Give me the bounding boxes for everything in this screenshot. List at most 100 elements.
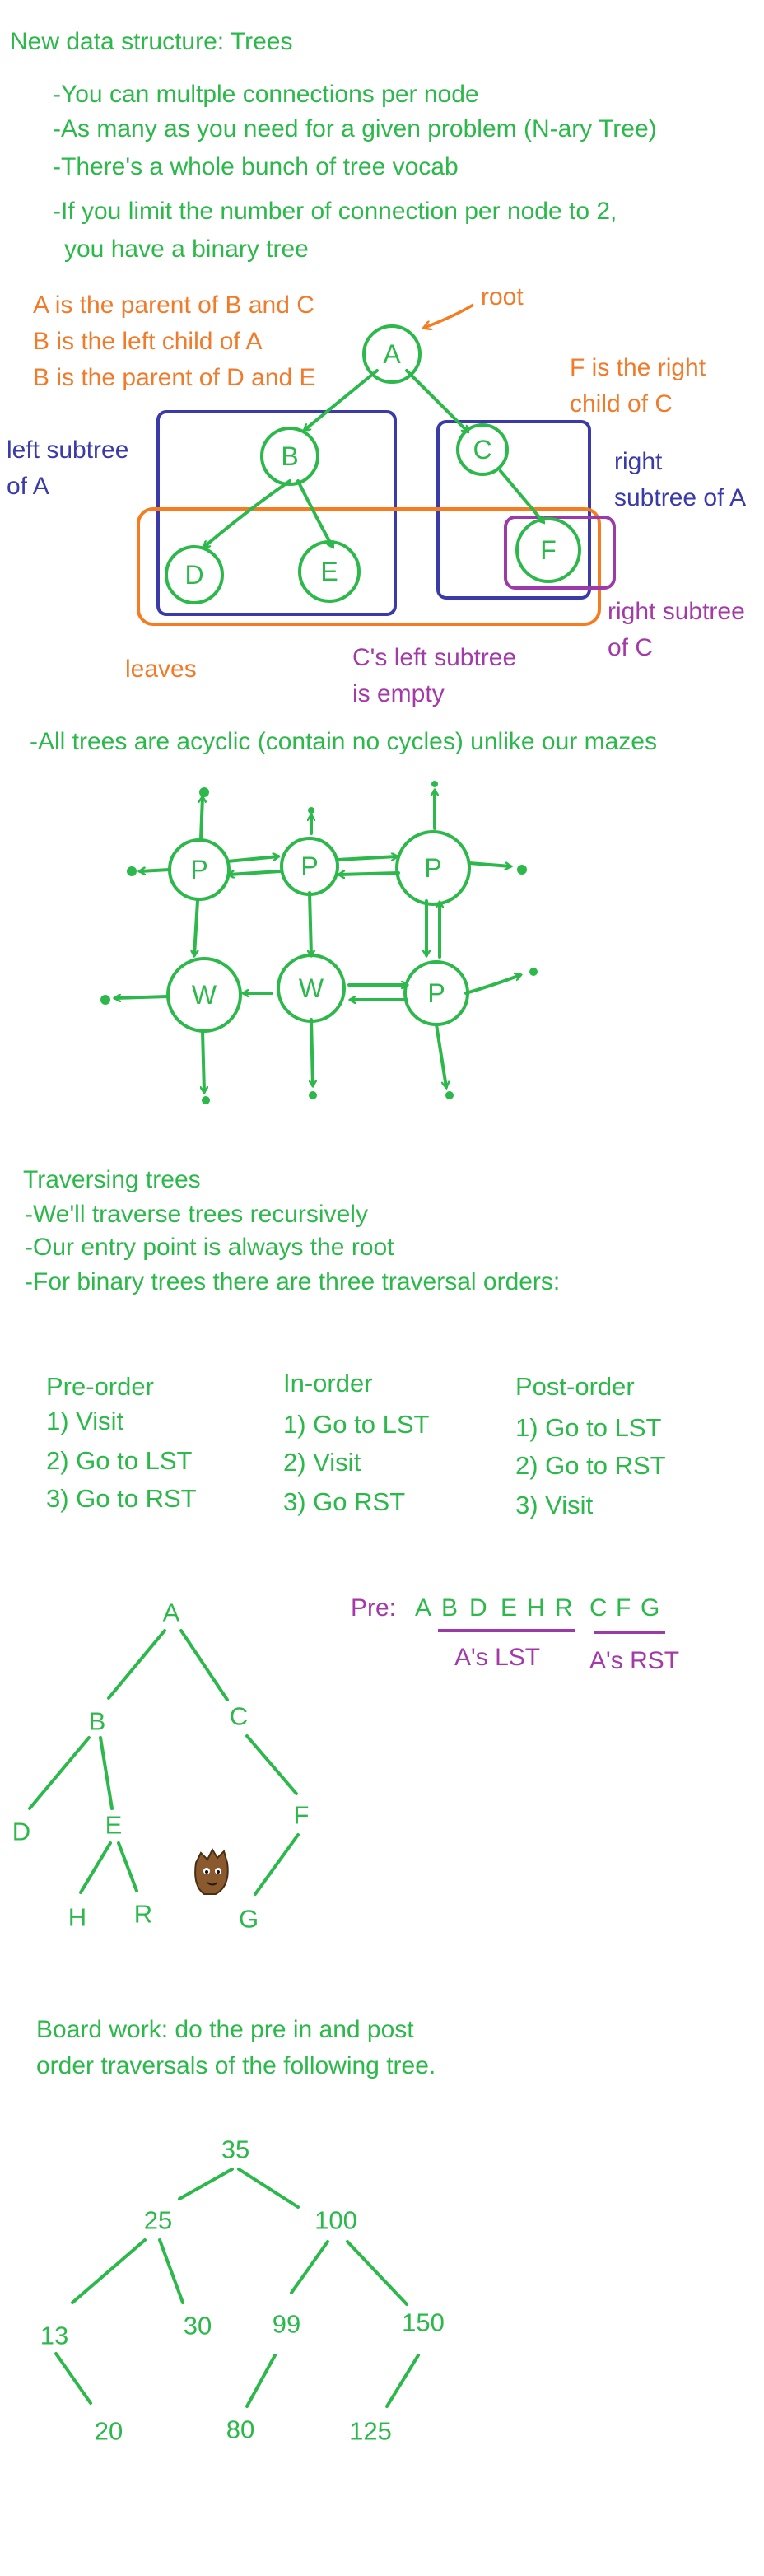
postorder-title: Post-order [515, 1372, 635, 1401]
tree2-edges [28, 1629, 300, 1896]
page-title: New data structure: Trees [10, 28, 292, 55]
board-node-20: 20 [95, 2417, 123, 2446]
tree1-node-F: F [515, 517, 581, 583]
maze-node-P4-label: P [427, 978, 445, 1008]
pre-seq-H: H [527, 1594, 545, 1622]
maze-node-W1: W [166, 957, 242, 1033]
postorder-step-2: 2) Go to RST [515, 1451, 666, 1480]
board-node-99: 99 [273, 2310, 300, 2339]
f-note-2: child of C [570, 390, 673, 418]
tree2-node-B: B [89, 1707, 106, 1736]
board-node-80: 80 [226, 2415, 254, 2444]
pre-seq-G: G [641, 1594, 659, 1622]
tree2-node-H: H [68, 1903, 86, 1932]
tree2-node-D: D [12, 1818, 30, 1846]
groot-doodle-icon [194, 1847, 229, 1895]
leaves-label: leaves [125, 656, 197, 683]
board-node-30: 30 [184, 2312, 212, 2340]
board-line-1: Board work: do the pre in and post [36, 2016, 414, 2043]
pre-seq-F: F [616, 1594, 631, 1622]
c-left-empty-label-2: is empty [352, 680, 445, 707]
acyclic-text: -All trees are acyclic (contain no cycle… [30, 728, 657, 755]
c-left-empty-label-1: C's left subtree [352, 644, 516, 671]
tree1-node-E: E [298, 540, 361, 603]
tree1-node-A-label: A [383, 339, 401, 369]
traversal-line-1: -We'll traverse trees recursively [25, 1201, 368, 1228]
maze-node-P1-label: P [190, 855, 207, 884]
inorder-title: In-order [283, 1369, 373, 1398]
preorder-step-2: 2) Go to LST [46, 1446, 193, 1475]
maze-node-P1: P [168, 838, 231, 901]
intro-bullet-4: -If you limit the number of connection p… [53, 198, 617, 225]
postorder-step-3: 3) Visit [515, 1491, 594, 1519]
tree2-node-C: C [230, 1702, 248, 1731]
right-subtree-c-label-1: right subtree [608, 598, 745, 625]
board-tree-edges [54, 2168, 420, 2408]
traversal-line-2: -Our entry point is always the root [25, 1234, 394, 1261]
tree1-node-C-label: C [473, 435, 491, 464]
tree1-node-C: C [456, 423, 509, 476]
maze-node-P2-label: P [300, 852, 318, 881]
board-node-125: 125 [349, 2417, 392, 2446]
board-node-100: 100 [314, 2206, 357, 2235]
tree1-node-B-label: B [281, 441, 298, 471]
left-subtree-label-1: left subtree [7, 436, 128, 464]
parent-note-3: B is the parent of D and E [33, 364, 316, 391]
tree2-node-F: F [294, 1801, 310, 1830]
maze-node-P2: P [280, 837, 339, 896]
tree1-node-D: D [165, 545, 224, 604]
tree1-node-F-label: F [540, 535, 557, 565]
board-line-2: order traversals of the following tree. [36, 2052, 436, 2079]
preorder-title: Pre-order [46, 1372, 154, 1401]
board-node-35: 35 [221, 2135, 249, 2164]
maze-node-P3-label: P [424, 853, 441, 883]
postorder-step-1: 1) Go to LST [515, 1413, 662, 1442]
left-subtree-label-2: of A [7, 473, 49, 500]
parent-note-1: A is the parent of B and C [33, 292, 314, 319]
left-subtree-box [156, 410, 397, 616]
pre-seq-A: A [415, 1594, 431, 1622]
intro-bullet-3: -There's a whole bunch of tree vocab [53, 153, 459, 180]
pre-seq-C: C [589, 1594, 608, 1622]
preorder-step-1: 1) Visit [46, 1407, 124, 1435]
board-node-13: 13 [40, 2322, 68, 2350]
inorder-step-3: 3) Go RST [283, 1487, 405, 1516]
tree2-node-G: G [239, 1905, 259, 1934]
tree1-node-D-label: D [184, 560, 203, 590]
maze-graph-dots [100, 781, 538, 1104]
maze-node-P3: P [395, 830, 471, 906]
board-node-25: 25 [144, 2206, 172, 2235]
maze-node-P4: P [403, 960, 469, 1026]
maze-node-W2-label: W [299, 973, 324, 1003]
tree1-node-E-label: E [320, 557, 338, 586]
root-arrow [424, 303, 474, 328]
maze-node-W1-label: W [192, 980, 217, 1010]
lst-caption: A's LST [454, 1644, 540, 1671]
traversal-line-3: -For binary trees there are three traver… [25, 1268, 560, 1295]
tree2-node-R: R [134, 1900, 152, 1929]
tree2-node-A: A [163, 1598, 180, 1627]
preorder-step-3: 3) Go to RST [46, 1484, 197, 1513]
board-node-150: 150 [402, 2308, 445, 2337]
tree2-node-E: E [105, 1811, 123, 1840]
rst-caption: A's RST [589, 1647, 679, 1674]
maze-graph-edges [115, 791, 520, 1092]
pre-seq-D: D [469, 1594, 487, 1622]
intro-bullet-2: -As many as you need for a given problem… [53, 115, 657, 142]
maze-node-W2: W [277, 954, 346, 1023]
right-subtree-label-2: subtree of A [614, 484, 746, 511]
parent-note-2: B is the left child of A [33, 328, 262, 355]
root-label: root [481, 283, 524, 310]
intro-bullet-5: you have a binary tree [64, 236, 309, 263]
pre-seq-E: E [501, 1594, 517, 1622]
tree1-node-B: B [260, 427, 319, 486]
inorder-step-1: 1) Go to LST [283, 1410, 430, 1439]
leaves-box [137, 507, 601, 626]
pre-seq-R: R [555, 1594, 573, 1622]
traversal-heading: Traversing trees [23, 1166, 201, 1193]
intro-bullet-1: -You can multple connections per node [53, 81, 479, 108]
pre-seq-B: B [441, 1594, 458, 1622]
inorder-step-2: 2) Visit [283, 1448, 361, 1477]
c-right-subtree-box [504, 516, 616, 590]
